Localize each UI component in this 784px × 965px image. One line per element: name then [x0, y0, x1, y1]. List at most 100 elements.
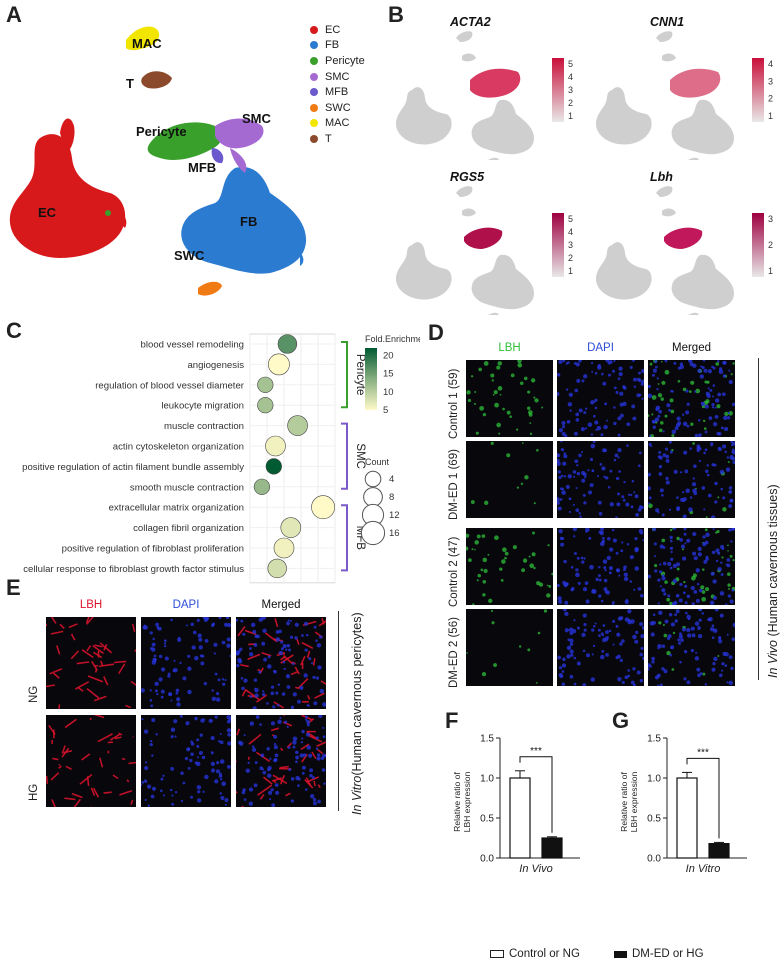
legend-dot: [310, 41, 318, 50]
side-label-rest: (Human cavernous tissues): [766, 484, 780, 640]
expression-highlight: [664, 227, 703, 249]
colorbar-tick: 3: [768, 214, 773, 224]
legend-label: MFB: [325, 86, 349, 99]
legend-label: SMC: [325, 70, 350, 83]
y-axis-label-line2: LBH expression: [462, 771, 472, 832]
control-label: Control or NG: [509, 948, 580, 960]
significance-bracket: [686, 757, 720, 839]
fe-tick: 20: [383, 350, 394, 361]
x-tick-label: 3: [298, 589, 303, 590]
legend-dot: [310, 25, 318, 34]
micrograph-lbh: [46, 617, 136, 709]
significance-label: ***: [530, 746, 542, 757]
column-label-merged: Merged: [672, 342, 711, 354]
fe-tick: 10: [383, 387, 394, 398]
colorbar: [752, 58, 764, 122]
micrograph-merged: [648, 360, 735, 437]
micrograph-dapi: [557, 441, 644, 518]
term-dot: [265, 435, 286, 457]
legend-dot: [310, 56, 318, 65]
term-label: angiogenesis: [187, 360, 244, 371]
panel-letter-g: G: [612, 708, 630, 733]
legend-item-pericyte: Pericyte: [310, 53, 365, 69]
treated-swatch: [614, 950, 627, 958]
legend-item-smc: SMC: [310, 69, 365, 85]
colorbar-tick: 1: [568, 266, 573, 276]
panel-letter-d: D: [428, 320, 444, 345]
y-tick-label: 0.0: [480, 854, 494, 865]
count-legend-label: 12: [389, 510, 400, 521]
bar-legend-control: Control or NG: [490, 948, 580, 960]
panel-letter-a: A: [6, 2, 22, 27]
term-dot: [280, 517, 302, 538]
panel-letter-e: E: [6, 575, 21, 600]
y-axis-label-line1: Relative ratio of: [619, 772, 629, 832]
x-axis-label: In Vitro: [686, 863, 721, 875]
term-label: muscle contraction: [164, 421, 244, 432]
significance-bracket: [519, 756, 553, 833]
term-label: cellular response to fibroblast growth f…: [23, 564, 244, 575]
panel-letter-c: C: [6, 318, 22, 343]
label-smc: SMC: [242, 111, 272, 126]
term-dot: [277, 334, 298, 354]
term-label: actin cytoskeleton organization: [113, 442, 244, 453]
side-label-rest: (Human cavernous pericytes): [350, 612, 364, 776]
term-dot: [273, 537, 295, 559]
count-legend-circle: [360, 520, 386, 546]
x-axis-label: In Vivo: [519, 863, 552, 875]
expression-highlight: [470, 68, 521, 98]
column-label-lbh: LBH: [498, 342, 521, 354]
group-label: Pericyte: [354, 354, 366, 396]
term-label: positive regulation of actin filament bu…: [22, 462, 244, 473]
group-bracket: [341, 504, 348, 572]
gene-name: Lbh: [650, 170, 673, 184]
bar-treated: [708, 842, 730, 859]
term-dot: [253, 478, 270, 495]
micrograph-lbh: [46, 715, 136, 807]
term-label: leukocyte migration: [161, 401, 244, 412]
row-label: DM-ED 2 (56): [448, 616, 460, 688]
legend-item-mfb: MFB: [310, 84, 365, 100]
colorbar-tick: 3: [768, 76, 773, 86]
y-tick-label: 1.0: [480, 774, 494, 785]
y-tick-label: 1.0: [647, 774, 661, 785]
micrograph-merged: [648, 528, 735, 605]
cluster-swc: [198, 281, 222, 296]
y-tick-label: 1.5: [480, 734, 494, 745]
x-tick-label: 1: [264, 589, 269, 590]
legend-label: SWC: [325, 101, 351, 114]
colorbar-tick: 5: [568, 214, 573, 224]
term-label: smooth muscle contraction: [130, 482, 244, 493]
x-tick-label: 5: [332, 589, 337, 590]
term-dot: [267, 558, 287, 579]
treated-label: DM-ED or HG: [632, 948, 704, 960]
gene-name: ACTA2: [449, 15, 491, 29]
colorbar: [552, 58, 564, 122]
y-axis-label: Relative ratio ofLBH expression: [452, 771, 472, 832]
side-label-italic: In Vitro: [350, 775, 364, 815]
legend-item-mac: MAC: [310, 116, 365, 132]
column-label-dapi: DAPI: [587, 342, 614, 354]
legend-label: Pericyte: [325, 54, 365, 67]
group-label: SMC: [354, 443, 366, 469]
umap-background: [596, 186, 734, 315]
y-tick-label: 0.5: [480, 814, 494, 825]
term-label: regulation of blood vessel diameter: [95, 380, 245, 391]
side-label: In Vivo (Human cavernous tissues): [766, 484, 780, 678]
y-axis-label: Relative ratio ofLBH expression: [619, 771, 639, 832]
x-tick-label: 4: [315, 589, 320, 590]
row-label: Control 2 (47): [448, 536, 460, 607]
expression-highlight: [670, 68, 721, 98]
significance-label: ***: [697, 747, 709, 758]
legend-item-fb: FB: [310, 38, 365, 54]
colorbar-tick: 2: [768, 240, 773, 250]
row-label: Control 1 (59): [448, 368, 460, 439]
count-legend-label: 4: [389, 474, 394, 485]
fe-tick: 15: [383, 369, 394, 380]
